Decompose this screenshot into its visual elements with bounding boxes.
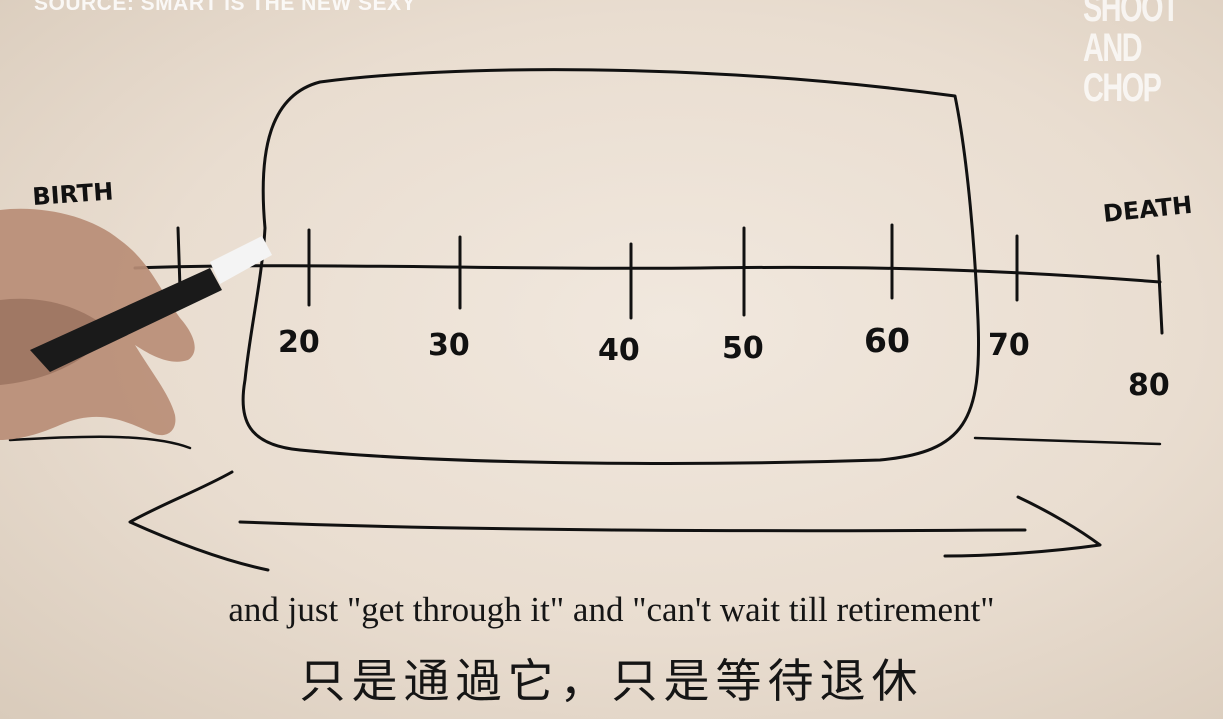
arrow-shaft [238,520,1027,533]
tick-label-40: 40 [598,333,640,368]
birth-label: BIRTH [31,177,114,211]
working-years-box [241,68,981,465]
tick-label-60: 60 [864,321,910,360]
marker-body [30,268,222,372]
tick-label-30: 30 [428,328,470,363]
logo-line-2: AND [1083,26,1143,70]
marker-tip [210,236,272,284]
tick-label-80: 80 [1128,368,1170,403]
life-span-arrow [128,470,1102,572]
subtitle-english: and just "get through it" and "can't wai… [228,590,995,629]
hand-with-marker [0,208,272,440]
timeline-line [133,264,1162,284]
arrow-right-head [943,495,1102,558]
logo-line-3: CHOP [1083,66,1162,110]
tick-label-50: 50 [722,331,764,366]
tick-death [1156,254,1164,335]
tick-label-70: 70 [988,328,1030,363]
arrow-left-head [128,470,270,572]
tick-label-20: 20 [278,325,320,360]
right-underline [973,436,1162,446]
source-watermark: SOURCE: SMART IS THE NEW SEXY [34,0,417,15]
death-label: DEATH [1102,191,1194,228]
timeline-ticks [176,223,1164,335]
left-underline [8,435,192,450]
tick-birth [176,226,182,290]
subtitle-chinese: 只是通過它，只是等待退休 [299,654,924,708]
